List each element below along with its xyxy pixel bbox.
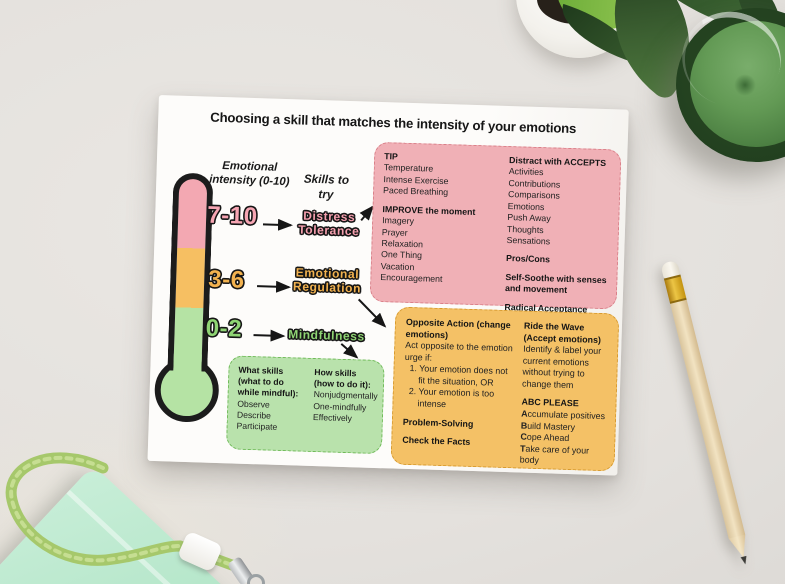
cup-base-mark bbox=[734, 74, 756, 96]
pros-cons-header: Pros/Cons bbox=[505, 253, 551, 265]
self-soothe-header: Self-Soothe with senses and movement bbox=[504, 271, 607, 296]
arrow-to-distress-box bbox=[359, 205, 374, 222]
dbt-skills-worksheet: Choosing a skill that matches the intens… bbox=[147, 95, 629, 476]
what-skill-item: Participate bbox=[236, 420, 278, 432]
arrow-3-6 bbox=[257, 280, 292, 293]
ride-the-wave-text: Identify & label your current emotions w… bbox=[521, 343, 602, 391]
check-the-facts-header: Check the Facts bbox=[402, 435, 471, 448]
how-skills-header: How skills (how to do it): bbox=[313, 367, 371, 390]
problem-solving-header: Problem-Solving bbox=[402, 416, 474, 429]
arrow-to-mindfulness-box bbox=[340, 343, 359, 359]
cord-lanyard bbox=[5, 452, 246, 574]
flow-arrows bbox=[253, 205, 387, 359]
improve-item: Encouragement bbox=[380, 272, 443, 285]
cord-clasp-ring bbox=[247, 574, 265, 584]
pencil-shaft bbox=[670, 299, 746, 539]
cord-braid-texture bbox=[9, 455, 242, 570]
opposite-action-list: 1. Your emotion does not fit the situati… bbox=[403, 363, 512, 413]
how-skill-item: Effectively bbox=[312, 411, 353, 423]
what-skills-header: What skills (what to do while mindful): bbox=[237, 364, 299, 399]
wooden-pencil bbox=[660, 259, 751, 565]
arrow-0-2 bbox=[253, 329, 286, 342]
pencil-tip bbox=[729, 535, 751, 560]
accepts-item: Sensations bbox=[506, 234, 551, 247]
ride-the-wave-header: Ride the Wave (Accept emotions) bbox=[523, 320, 602, 345]
mindfulness-box: What skills (what to do while mindful): … bbox=[225, 355, 385, 455]
tip-item: Paced Breathing bbox=[382, 185, 449, 198]
emotion-regulation-box: Opposite Action (change emotions) Act op… bbox=[390, 306, 620, 472]
opposite-condition: 2. Your emotion is too intense bbox=[408, 386, 495, 410]
arrow-7-10 bbox=[262, 218, 293, 231]
opposite-condition: 1. Your emotion does not fit the situati… bbox=[409, 363, 508, 388]
opposite-action-header: Opposite Action (change emotions) bbox=[405, 316, 511, 340]
arrow-to-regulation-box bbox=[357, 298, 387, 328]
opposite-action-intro: Act opposite to the emotion urge if: bbox=[404, 340, 513, 363]
green-glass-cup bbox=[669, 0, 785, 162]
abc-item: Take care of your body bbox=[519, 443, 590, 466]
pencil-lead bbox=[741, 556, 749, 565]
